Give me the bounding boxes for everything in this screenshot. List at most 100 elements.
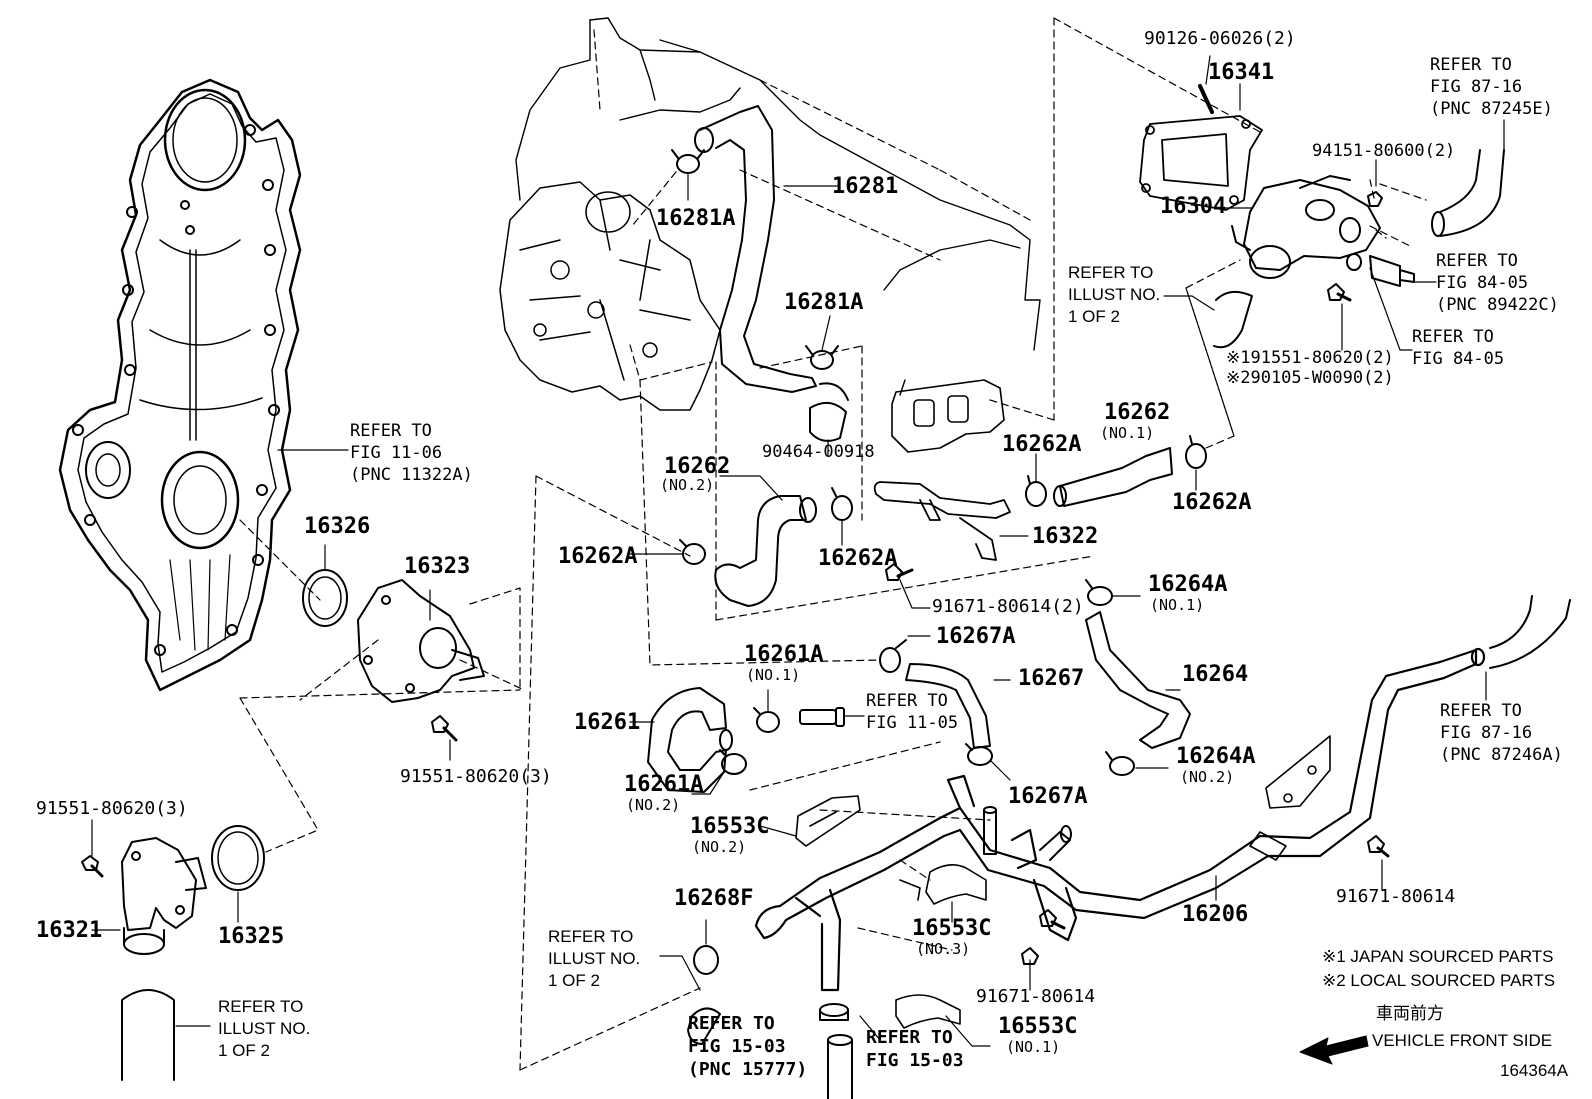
engine-block-outline [515, 17, 1041, 396]
reference-note: REFER TO FIG 87-16 (PNC 87246A) [1440, 701, 1563, 765]
hose-16264 [1085, 611, 1191, 749]
clip-90464 [809, 382, 849, 442]
hose-16281 [694, 105, 817, 393]
part-label: ※191551-80620(2) [1226, 348, 1394, 368]
clamp-16261A-no1 [753, 707, 780, 733]
nut-94151 [1367, 191, 1383, 207]
part-label: 16261A [744, 642, 824, 667]
stud-90126 [1198, 84, 1214, 114]
part-sub-label: (NO.2) [626, 796, 681, 814]
clamp-16262A-mid [831, 487, 853, 521]
ring-16268F [693, 945, 719, 975]
bracket-right [1249, 735, 1331, 861]
reference-note: REFER TO FIG 15-03 [866, 1027, 964, 1071]
hose-16261 [647, 687, 733, 793]
part-label: 16267A [936, 624, 1016, 649]
part-label: 16262 [664, 454, 731, 479]
vehicle-front-arrow [1299, 1035, 1369, 1065]
part-sub-label: (NO.1) [1006, 1038, 1061, 1056]
part-sub-label: (NO.2) [660, 476, 715, 494]
legend-note: ※1 JAPAN SOURCED PARTS [1322, 947, 1554, 966]
water-inlet-16321 [121, 837, 207, 955]
part-sub-label: (NO.1) [1150, 596, 1205, 614]
part-label: 16281 [832, 174, 899, 199]
part-label: 16261A [624, 772, 704, 797]
part-sub-label: (NO.1) [1100, 424, 1155, 442]
gasket-16341 [1139, 115, 1263, 211]
bolt-91671-right [1367, 835, 1390, 858]
part-sub-label: (NO.3) [916, 940, 971, 958]
reference-note: REFER TO FIG 84-05 (PNC 89422C) [1436, 251, 1559, 315]
part-label: 91671-80614(2) [932, 596, 1084, 617]
part-label: 16322 [1032, 524, 1099, 549]
clamp-16264A-no1 [1085, 579, 1113, 606]
part-label: 16323 [404, 554, 471, 579]
part-label: 16262 [1104, 400, 1171, 425]
clamp-16281A-upper [671, 149, 705, 174]
pipe-stub-upright [983, 806, 1072, 861]
part-label: 16325 [218, 924, 285, 949]
part-label: 16326 [304, 514, 371, 539]
reference-note: REFER TO FIG 15-03 (PNC 15777) [688, 1013, 808, 1080]
bolt-91671-mid [1039, 909, 1066, 930]
pipe-16322 [873, 481, 1011, 561]
bolt-91551-b [81, 855, 104, 878]
water-outlet-16304 [1231, 175, 1381, 279]
reference-note: REFER TO ILLUST NO. 1 OF 2 [548, 927, 641, 990]
part-sub-label: (NO.1) [746, 666, 801, 684]
legend-note: ※2 LOCAL SOURCED PARTS [1322, 971, 1556, 990]
part-label: 16321 [36, 918, 103, 943]
clamp-16262A-left [679, 539, 706, 565]
part-label: 16553C [912, 916, 992, 941]
reference-note: REFER TO FIG 87-16 (PNC 87245E) [1430, 55, 1553, 119]
hose-16262-no2 [714, 495, 817, 607]
part-label: 91671-80614 [976, 986, 1096, 1007]
clip-16553C-no1 [895, 994, 961, 1029]
part-label: 16281A [656, 206, 736, 231]
reference-note: REFER TO FIG 11-06 (PNC 11322A) [350, 421, 473, 485]
part-label: 16267A [1008, 784, 1088, 809]
part-label: 91671-80614 [1336, 886, 1456, 907]
dashed-box-mid [519, 344, 1095, 1071]
reference-note: REFER TO ILLUST NO. 1 OF 2 [1068, 263, 1161, 326]
part-label: 16261 [574, 710, 641, 735]
water-inlet-housing-16323 [357, 579, 485, 703]
sensor [1346, 253, 1415, 287]
part-label: 16262A [1002, 432, 1082, 457]
clamp-16264A-no2 [1105, 751, 1135, 776]
part-label: 91551-80620(3) [400, 766, 552, 787]
part-label: 16304 [1160, 194, 1227, 219]
clamp-16262A-far [1185, 435, 1207, 469]
part-label: ※290105-W0090(2) [1226, 368, 1394, 388]
timing-chain-cover [58, 78, 302, 692]
part-label: 16268F [674, 886, 754, 911]
part-label: 16262A [1172, 490, 1252, 515]
part-label: 16206 [1182, 902, 1249, 927]
bolt-91551-a [431, 715, 458, 742]
diagram-id: 164364A [1500, 1061, 1569, 1080]
direction-label-jp: 車両前方 [1376, 1004, 1444, 1024]
clamp-16267A-top [879, 639, 907, 673]
bolt-91671-bottom [1021, 947, 1039, 991]
reference-note: REFER TO ILLUST NO. 1 OF 2 [218, 997, 311, 1060]
part-label: 91551-80620(3) [36, 798, 188, 819]
reference-note: REFER TO FIG 11-05 [866, 691, 959, 733]
hose-right-upper [1489, 595, 1571, 669]
hose-16262-no1 [1053, 447, 1173, 507]
pump-cluster [499, 181, 721, 411]
hose-lower-left [121, 989, 175, 1081]
hose-lower-mid [687, 1003, 853, 1099]
clip-16553C-no2 [795, 795, 861, 847]
part-label: 16264 [1182, 662, 1249, 687]
gasket-upper [891, 379, 1005, 453]
part-label: 16281A [784, 290, 864, 315]
clamp-16261A-no2 [719, 749, 747, 775]
dashed-guides-left [239, 519, 525, 853]
part-sub-label: (NO.2) [692, 838, 747, 856]
part-label: 16264A [1176, 744, 1256, 769]
part-label: 16267 [1018, 666, 1085, 691]
part-label: 90464-00918 [762, 442, 875, 462]
gasket-16325 [211, 825, 265, 891]
